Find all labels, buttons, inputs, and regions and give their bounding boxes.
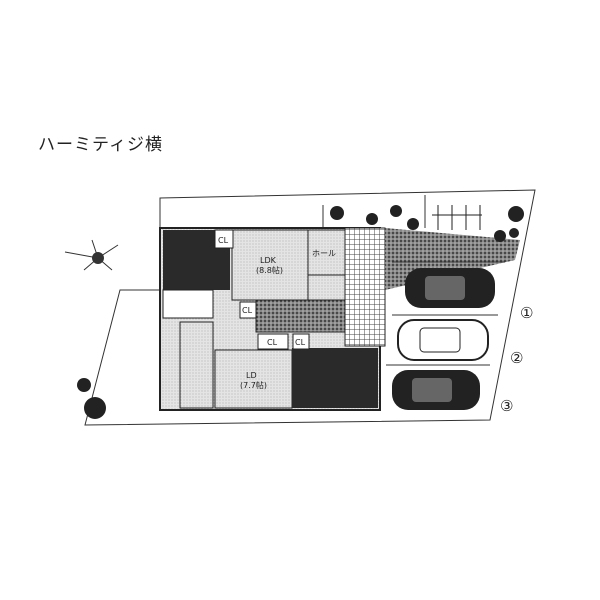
parking-number-3: ③ <box>500 397 513 415</box>
car-icon <box>405 268 495 308</box>
closet-label: CL <box>295 338 306 347</box>
closet-label: CL <box>242 306 253 315</box>
ld-label: LD <box>246 371 257 380</box>
car-icon <box>397 319 489 361</box>
corridor-tiles <box>255 299 347 333</box>
ldk-size: (8.8帖) <box>256 265 283 275</box>
bedroom-dark-2 <box>292 348 378 408</box>
north-compass-icon <box>64 239 119 271</box>
tree-icons <box>77 205 524 419</box>
closet <box>214 229 234 249</box>
closet <box>292 333 310 350</box>
ldk-label: LDK <box>260 256 277 265</box>
plan-title: ハーミティジ横 <box>38 135 163 155</box>
hall-label: ホール <box>312 249 336 258</box>
ldk-room <box>231 229 309 301</box>
parking-number-1: ① <box>520 304 533 322</box>
car-icon <box>392 370 480 410</box>
parking-number-2: ② <box>510 349 523 367</box>
closet-label: CL <box>267 338 278 347</box>
ld-size: (7.7帖) <box>240 380 267 390</box>
entrance-tiles <box>344 227 386 347</box>
washroom <box>179 321 214 409</box>
closet <box>257 333 289 350</box>
ld-room <box>214 349 293 409</box>
bath <box>162 289 214 319</box>
closet-label: CL <box>218 236 229 245</box>
shrub-icons <box>432 205 482 230</box>
closet <box>239 301 257 319</box>
